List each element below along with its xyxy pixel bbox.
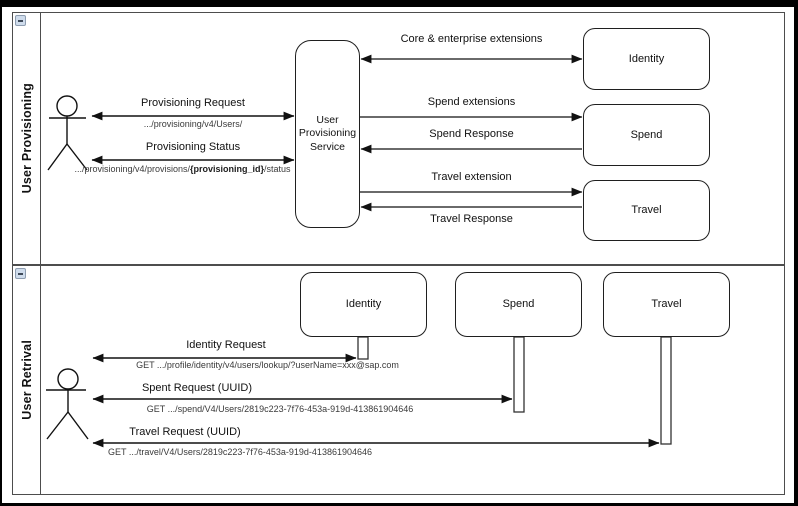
spend-extensions-label: Spend extensions [427,96,516,108]
lane-user-provisioning: User Provisioning [13,13,784,264]
spent-request-url: GET .../spend/V4/Users/2819c223-7f76-453… [146,404,414,414]
spend-system-box: Spend [583,104,710,166]
provisioning-status-url-param: {provisioning_id} [190,164,265,174]
provisioning-request-url: .../provisioning/v4/Users/ [143,119,243,129]
core-enterprise-extensions-label: Core & enterprise extensions [400,33,543,45]
provisioning-status-label: Provisioning Status [145,141,241,153]
retrieval-actor-arrows [92,353,660,448]
identity-request-url: GET .../profile/identity/v4/users/lookup… [136,360,399,370]
provisioning-status-url-prefix: .../provisioning/v4/provisions/ [74,164,191,174]
activation-bars [357,336,672,445]
travel-response-label: Travel Response [430,213,513,225]
window-frame-bottom [0,503,798,506]
identity-request-label: Identity Request [186,339,266,351]
provisioning-request-label: Provisioning Request [141,97,245,109]
identity-system-box: Identity [583,28,710,90]
window-frame-right [794,0,798,506]
provisioning-status-url-suffix: /status [264,164,291,174]
minus-icon[interactable] [15,268,26,279]
actor-user-provisioning [47,95,88,171]
spend-activation-bar [513,336,525,413]
user-provisioning-service-label: User Provisioning Service [298,113,357,153]
lane-header-user-provisioning: User Provisioning [13,13,41,264]
window-frame-top [0,0,798,7]
window-frame-left [0,0,2,506]
travel-request-label: Travel Request (UUID) [129,426,241,438]
lane-header-user-retrival: User Retrival [13,266,41,494]
spend-lifeline-label: Spend [502,298,535,311]
swimlane-frame: User Provisioning User Retrival [12,12,785,495]
spend-response-label: Spend Response [429,128,514,140]
travel-lifeline-label: Travel [651,298,682,311]
travel-system-label: Travel [631,204,662,217]
provisioning-actor-arrows [91,111,295,165]
provisioning-service-arrows [360,54,583,212]
travel-lifeline-box: Travel [603,272,730,337]
actor-user-retrival [46,368,89,440]
travel-request-url: GET .../travel/V4/Users/2819c223-7f76-45… [107,447,372,457]
spend-lifeline-box: Spend [455,272,582,337]
identity-lifeline-label: Identity [345,298,382,311]
user-provisioning-service-box: User Provisioning Service [295,40,360,228]
travel-activation-bar [660,336,672,445]
minus-glyph [18,19,23,22]
identity-system-label: Identity [628,52,665,65]
identity-activation-bar [357,336,369,360]
minus-glyph [18,272,23,275]
travel-system-box: Travel [583,180,710,241]
lane-user-retrival: User Retrival [13,264,784,494]
identity-lifeline-box: Identity [300,272,427,337]
travel-extension-label: Travel extension [431,171,512,183]
spent-request-label: Spent Request (UUID) [141,382,253,394]
provisioning-status-url: .../provisioning/v4/provisions/{provisio… [60,164,305,174]
spend-system-label: Spend [630,128,663,141]
minus-icon[interactable] [15,15,26,26]
